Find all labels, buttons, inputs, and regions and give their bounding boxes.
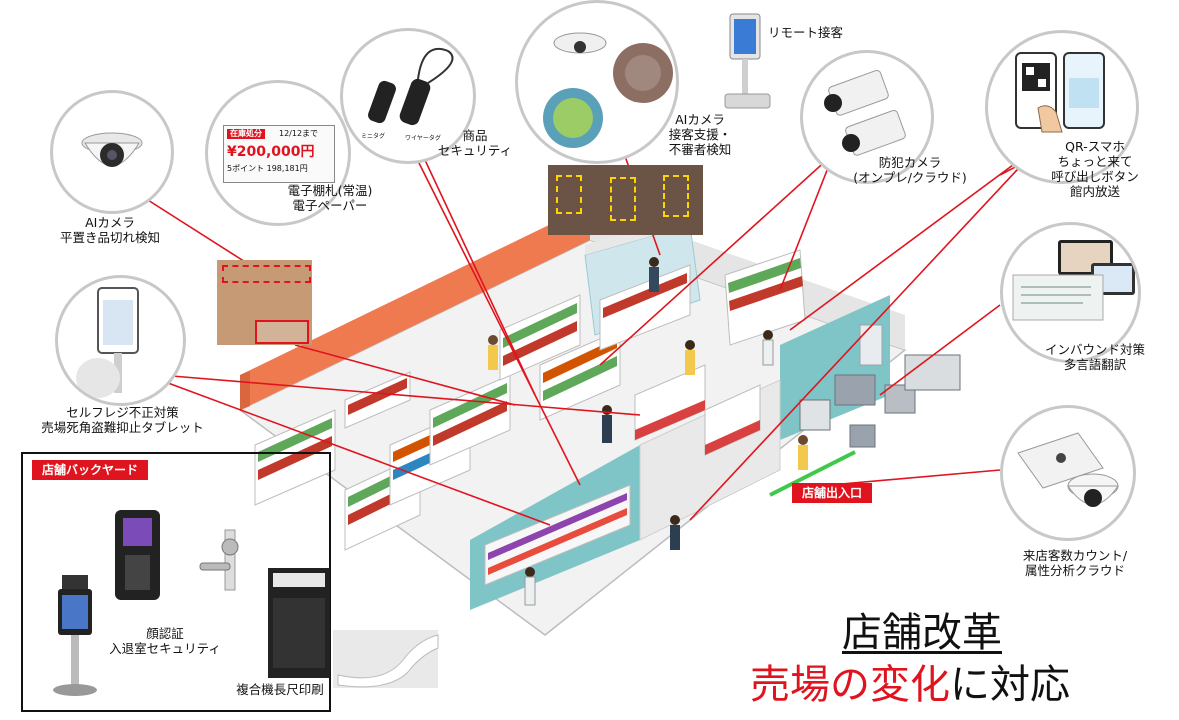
inbound-circle xyxy=(1000,222,1141,363)
thermal-stand-icon xyxy=(53,575,97,696)
remote-service-kiosk xyxy=(720,12,775,112)
store-photo-faces xyxy=(548,165,703,235)
shelves xyxy=(254,249,961,586)
self-register-label: セルフレジ不正対策 売場死角盗難抑止タブレット xyxy=(41,405,204,435)
detection-box xyxy=(663,175,689,217)
detection-box xyxy=(610,177,636,221)
visitor-count-label: 来店客数カウント/ 属性分析クラウド xyxy=(1022,548,1128,578)
mini-tag-label: ミニタグ xyxy=(361,133,386,140)
qr-smartphone-label: QR-スマホ ちょっと来て 呼び出しボタン 館内放送 xyxy=(1051,139,1139,199)
esl-tag: 在庫処分 12/12まで ¥200,000円 5ポイント 198,181円 xyxy=(223,125,335,183)
esl-price: ¥200,000円 xyxy=(227,144,315,160)
ai-camera-service-label: AIカメラ 接客支援・ 不審者検知 xyxy=(668,112,732,157)
mfp-printer xyxy=(268,568,330,678)
shelf-photo xyxy=(217,260,312,345)
box-camera-icon xyxy=(824,69,906,156)
visitor-count-circle xyxy=(1000,405,1136,541)
headline-line1: 店舗改革 xyxy=(842,610,1002,656)
inbound-label: インバウンド対策 多言語翻訳 xyxy=(1044,342,1145,372)
self-register-circle xyxy=(55,275,186,406)
door-lock xyxy=(195,525,265,595)
esl-circle: 在庫処分 12/12まで ¥200,000円 5ポイント 198,181円 xyxy=(205,80,351,226)
wire-tag-label: ワイヤータグ xyxy=(405,135,441,142)
face-auth-terminal xyxy=(115,510,160,600)
security-tag-icon xyxy=(368,48,454,126)
ai-camera-shelf-label: AIカメラ 平置き品切れ検知 xyxy=(59,215,160,245)
esl-date: 12/12まで xyxy=(279,129,319,138)
esl-sub: 5ポイント 198,181円 xyxy=(227,164,308,173)
security-camera-circle xyxy=(800,50,934,184)
headline-black-text: に対応 xyxy=(950,662,1070,708)
security-tag-circle: ミニタグ ワイヤータグ xyxy=(340,28,476,164)
ai-camera-service-circle xyxy=(515,0,679,164)
entrance-line xyxy=(769,450,856,497)
paper-icon xyxy=(333,630,439,688)
fisheye-camera-icon xyxy=(543,32,673,148)
security-camera-label: 防犯カメラ (オンプレ/クラウド) xyxy=(853,155,967,185)
ai-camera-shelf-circle xyxy=(50,90,174,214)
face-auth-label: 顔認証 入退室セキュリティ xyxy=(109,626,221,656)
lock-icon xyxy=(199,529,239,591)
security-tag-label: 商品 セキュリティ xyxy=(437,128,513,158)
headline-line2: 売場の変化に対応 xyxy=(750,660,1070,710)
connector-lines xyxy=(139,124,1049,526)
qr-smartphone-circle xyxy=(985,30,1139,184)
tablet-stand-icon xyxy=(76,287,139,398)
esl-label: 電子棚札(常温) 電子ペーパー xyxy=(287,183,373,213)
back-wall-left xyxy=(240,205,590,410)
remote-service-label: リモート接客 xyxy=(768,25,844,40)
ceiling-sensor-icon xyxy=(1017,432,1119,507)
smartphone-qr-icon xyxy=(1015,52,1105,133)
face-auth-stand xyxy=(50,575,100,700)
out-of-stock-box xyxy=(255,320,309,344)
people-figures xyxy=(488,257,808,606)
mfp-label: 複合機長尺印刷 xyxy=(236,682,324,697)
translation-device-icon xyxy=(1012,240,1135,321)
dome-camera-icon xyxy=(81,132,143,167)
out-of-stock-box xyxy=(222,265,311,283)
backyard-panel xyxy=(21,452,331,712)
entrance-badge: 店舗出入口 xyxy=(792,483,873,503)
esl-top-text: 在庫処分 xyxy=(227,129,265,139)
backyard-badge: 店舗バックヤード xyxy=(32,460,149,480)
long-paper xyxy=(333,630,443,690)
kiosk-icon xyxy=(724,13,771,109)
headline-red-text: 売場の変化 xyxy=(750,662,950,708)
detection-box xyxy=(556,175,582,214)
